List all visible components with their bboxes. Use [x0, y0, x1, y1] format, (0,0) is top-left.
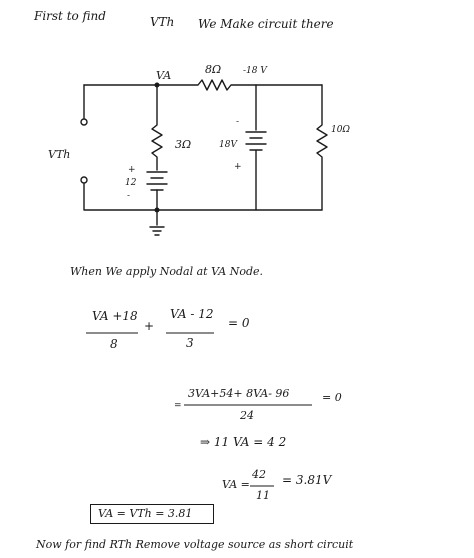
source-12-label: 12 [125, 178, 137, 188]
eq1-denominator-1: 8 [110, 337, 118, 351]
source-18-branch [245, 84, 267, 211]
vth-label-intro: VTh [150, 15, 175, 29]
terminal-bottom [80, 176, 88, 184]
ground-symbol [149, 226, 165, 236]
intro-line-1: First to find [34, 9, 106, 23]
eq1-plus: + [144, 319, 155, 333]
eq1-numerator-1: VA +18 [92, 309, 138, 323]
eq2-lead: = [174, 401, 182, 411]
nodal-analysis-text: When We apply Nodal at VA Node. [70, 265, 264, 278]
eq1-denominator-2: 3 [186, 336, 194, 350]
eq1-numerator-2: VA - 12 [170, 307, 214, 321]
eq4-result: = 3.81V [282, 473, 332, 487]
right-branch [316, 84, 328, 211]
resistor-10-label: 10Ω [331, 125, 350, 135]
source-18-minus: - [236, 117, 240, 127]
vth-terminal-label: VTh [48, 148, 71, 161]
source-12-plates [146, 171, 168, 191]
source-18-label: 18V [219, 140, 237, 150]
intro-line-2: We Make circuit there [198, 17, 334, 31]
result-box [90, 504, 214, 524]
source-12-plus: + [128, 165, 136, 175]
eq4-numerator: 42 [252, 468, 266, 481]
resistor-8-label: 8Ω [205, 63, 222, 76]
eq3: ⇒ 11 VA = 4 2 [200, 435, 287, 449]
result-text: VA = VTh = 3.81 [98, 507, 193, 520]
eq4-denominator: 11 [256, 489, 270, 502]
source-12-minus: - [127, 191, 131, 201]
left-wire-bottom [83, 183, 323, 211]
eq1-rhs: = 0 [228, 316, 250, 330]
eq2-numerator: 3VA+54+ 8VA- 96 [188, 387, 290, 400]
resistor-3-label: 3Ω [175, 138, 192, 151]
voltage-top-label: -18 V [243, 66, 267, 76]
eq2-denominator: 24 [240, 409, 254, 422]
node-va-label: VA [156, 69, 172, 82]
terminal-top [80, 118, 88, 126]
node-bottom-dot [154, 207, 160, 213]
middle-branch-resistor [151, 84, 163, 171]
footer-text: Now for find RTh Remove voltage source a… [36, 538, 354, 551]
source-18-plus: + [234, 162, 242, 172]
eq4-lhs: VA = [222, 478, 250, 491]
top-wire [83, 79, 323, 91]
eq2-rhs: = 0 [322, 391, 342, 404]
